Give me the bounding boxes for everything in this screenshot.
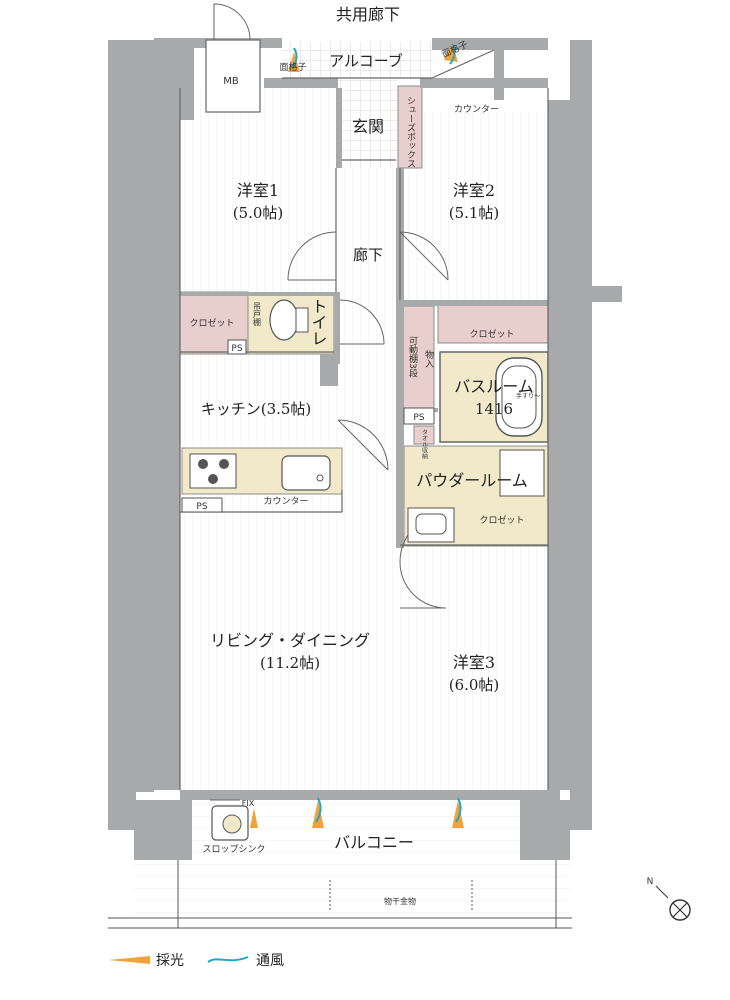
- label-alcove: アルコーブ: [329, 52, 403, 70]
- label-toilet: トイレ: [309, 298, 328, 346]
- label-slop-sink: スロップシンク: [202, 844, 265, 855]
- wind-wave-icon: [207, 956, 249, 963]
- light-mark: [250, 808, 258, 828]
- floor-entrance: [338, 80, 398, 168]
- label-room2-name: 洋室2: [453, 181, 495, 200]
- walls: [108, 38, 622, 860]
- label-closet-left: クロゼット: [189, 317, 234, 329]
- washer: [499, 449, 545, 497]
- label-counter-top: カウンター: [454, 104, 499, 115]
- bathtub: [495, 357, 543, 437]
- label-storage-shelf: 可動棚3段: [407, 336, 418, 379]
- floor-balcony: [134, 800, 570, 922]
- floor-alcove: [282, 42, 432, 78]
- label-room3-name: 洋室3: [453, 653, 495, 672]
- label-hallway: 廊下: [353, 246, 383, 264]
- label-living-size: (11.2帖): [260, 654, 320, 672]
- mb-closet: [205, 39, 261, 113]
- label-entrance: 玄関: [352, 117, 384, 136]
- label-storage: 物入: [423, 349, 434, 368]
- label-powder: パウダールーム: [416, 471, 528, 490]
- label-towel-storage: タオル収納: [421, 429, 428, 460]
- label-ps-1: PS: [231, 344, 242, 354]
- shoe-box: [397, 85, 423, 169]
- label-room3-size: (6.0帖): [449, 676, 500, 694]
- label-shoe-box: シューズボックス: [405, 96, 416, 168]
- light-mark: [312, 800, 324, 828]
- ps-box-1: [227, 339, 247, 355]
- wind-mark: [291, 47, 298, 69]
- label-mb: MB: [223, 76, 239, 87]
- label-drying-hardware: 物干金物: [384, 896, 416, 906]
- floor-room2: [400, 112, 548, 302]
- label-counter-kitchen: カウンター: [263, 496, 308, 507]
- legend-light: 採光: [108, 950, 184, 970]
- compass-icon: [655, 885, 691, 921]
- legend: 採光 通風: [108, 948, 284, 972]
- legend-light-label: 採光: [156, 953, 184, 969]
- ps-box-3: [181, 497, 223, 513]
- label-bath-note: 手すり〜: [516, 392, 540, 400]
- floor-room3: [400, 545, 548, 790]
- floor-room1: [180, 88, 336, 298]
- doors: [210, 231, 451, 801]
- legend-ventilation: 通風: [206, 950, 284, 970]
- label-ps-2: PS: [413, 413, 424, 423]
- label-grille-left: 面格子: [279, 61, 306, 73]
- wind-mark: [455, 797, 462, 823]
- label-closet-right: クロゼット: [469, 328, 514, 340]
- legend-ventilation-label: 通風: [256, 953, 284, 969]
- label-room1-name: 洋室1: [237, 181, 279, 200]
- ps-box-2: [403, 407, 435, 425]
- label-toilet-shelf: 吊戸棚: [253, 302, 262, 327]
- label-room1-size: (5.0帖): [233, 204, 284, 222]
- light-arrow-icon: [108, 956, 150, 964]
- label-common-corridor: 共用廊下: [336, 5, 400, 24]
- wind-mark: [449, 43, 456, 65]
- powder-sink: [407, 507, 455, 543]
- label-living-name: リビング・ダイニング: [210, 631, 370, 650]
- storage-area: [399, 305, 435, 409]
- light-mark: [288, 52, 300, 72]
- label-balcony: バルコニー: [334, 833, 414, 852]
- label-bath-size: 1416: [475, 400, 513, 418]
- balcony-lines: [108, 860, 572, 929]
- interior-lines: [179, 49, 549, 790]
- label-ps-3: PS: [196, 502, 207, 512]
- label-kitchen: キッチン(3.5帖): [201, 400, 312, 418]
- toilet-fixture: [269, 299, 299, 341]
- towel-storage-area: [413, 425, 435, 445]
- label-bath-name: バスルーム: [454, 377, 534, 396]
- label-fix: FIX: [242, 799, 255, 808]
- label-north: N: [647, 877, 654, 887]
- light-mark: [452, 800, 464, 828]
- floor-living: [180, 512, 400, 790]
- kitchen-sink: [281, 455, 331, 491]
- wind-mark: [315, 797, 322, 823]
- label-room2-size: (5.1帖): [449, 204, 500, 222]
- label-closet-powder: クロゼット: [479, 514, 524, 526]
